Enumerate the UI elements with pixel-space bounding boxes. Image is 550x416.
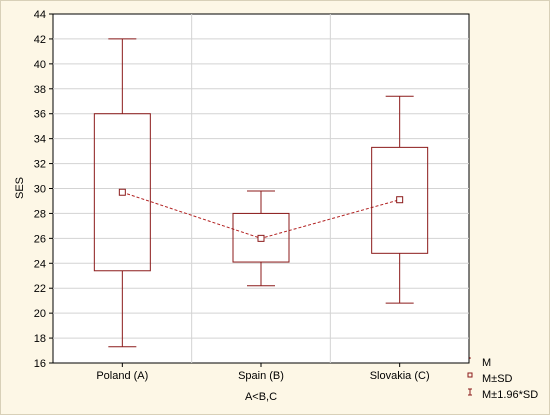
y-tick-label: 40 xyxy=(34,59,46,71)
legend-label-mean: M xyxy=(482,357,491,369)
legend-item-sd: M±SD xyxy=(467,372,513,385)
y-tick-label: 34 xyxy=(34,134,46,146)
mean-marker xyxy=(257,234,265,242)
legend-item-mean: M xyxy=(469,357,491,369)
y-tick-label: 32 xyxy=(34,159,46,171)
x-tick-label: Poland (A) xyxy=(96,370,148,382)
legend-label-sd: M±SD xyxy=(482,373,513,385)
y-axis-label: SES xyxy=(14,177,26,199)
y-tick-label: 24 xyxy=(34,258,46,270)
mean-marker xyxy=(396,196,404,204)
x-axis-label: A<B,C xyxy=(245,391,277,403)
mean-marker xyxy=(118,188,126,196)
y-tick-label: 26 xyxy=(34,233,46,245)
legend-whisker-marker xyxy=(468,388,472,396)
legend-mean-marker xyxy=(469,357,471,359)
y-tick-label: 44 xyxy=(34,9,46,21)
y-tick-label: 38 xyxy=(34,84,46,96)
y-tick-label: 16 xyxy=(34,358,46,370)
y-axis: 16 18 20 22 24 26 28 30 32 34 36 38 40 42 44 xyxy=(34,9,53,370)
legend-sd-marker xyxy=(467,372,473,378)
data-marks xyxy=(93,38,429,348)
y-tick-label: 30 xyxy=(34,184,46,196)
y-tick-label: 28 xyxy=(34,208,46,220)
y-tick-label: 20 xyxy=(34,308,46,320)
x-axis: Poland (A) Spain (B) Slovakia (C) xyxy=(96,363,430,382)
y-tick-label: 22 xyxy=(34,283,46,295)
y-tick-label: 36 xyxy=(34,109,46,121)
sd-box xyxy=(232,212,290,263)
y-tick-label: 18 xyxy=(34,333,46,345)
x-tick-label: Spain (B) xyxy=(238,370,284,382)
legend-item-196sd: M±1.96*SD xyxy=(468,388,538,401)
sd-box xyxy=(371,146,429,254)
legend-label-196sd: M±1.96*SD xyxy=(482,389,538,401)
legend: M M±SD M±1.96*SD xyxy=(467,357,538,401)
sd-box xyxy=(93,113,151,272)
x-tick-label: Slovakia (C) xyxy=(370,370,430,382)
y-tick-label: 42 xyxy=(34,34,46,46)
